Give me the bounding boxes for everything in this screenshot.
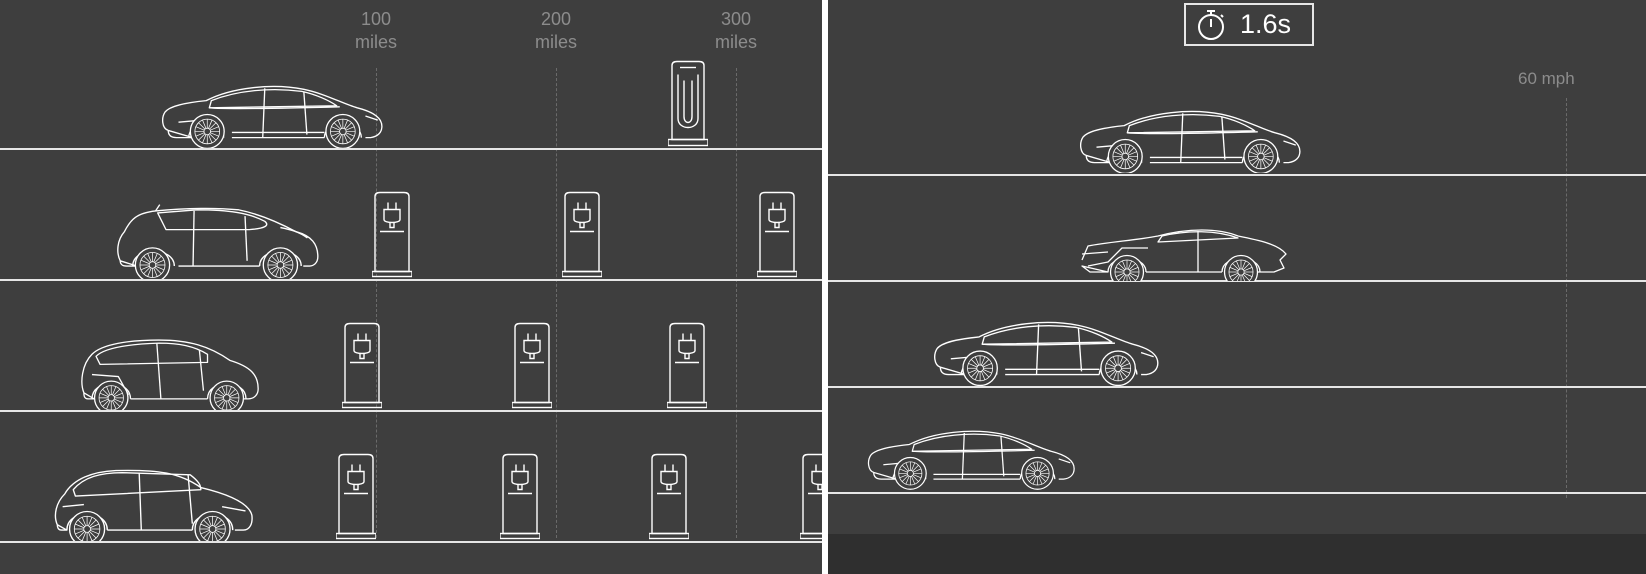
mpv-ev-icon: [52, 466, 254, 541]
lane-ground-line: [828, 174, 1646, 176]
compact-sedan-icon: [866, 424, 1078, 491]
charging-station-icon: [757, 190, 797, 279]
tesla-sedan-icon: [160, 81, 386, 148]
distance-marker-200: 200 miles: [516, 8, 596, 54]
distance-guide-100: [376, 68, 377, 538]
lane-ground-line: [0, 279, 822, 281]
distance-unit: miles: [714, 32, 757, 52]
lane-ground-line: [828, 492, 1646, 494]
luxury-sedan-icon: [932, 316, 1162, 386]
charging-station-icon: [372, 190, 412, 279]
distance-value: 300: [720, 9, 752, 29]
supercar-icon: [1072, 226, 1294, 281]
distance-unit: miles: [354, 32, 397, 52]
distance-value: 100: [360, 9, 392, 29]
charging-station-icon: [342, 321, 382, 410]
lane-ground-line: [0, 541, 822, 543]
distance-marker-300: 300 miles: [696, 8, 776, 54]
timer-display: 1.6s: [1184, 3, 1314, 46]
tesla-sedan-icon: [1078, 106, 1304, 173]
charging-station-icon: [649, 452, 689, 541]
acceleration-panel: 1.6s 60 mph: [828, 0, 1646, 574]
distance-guide-300: [736, 68, 737, 538]
distance-value: 200: [540, 9, 572, 29]
lane-ground-line: [0, 148, 822, 150]
speed-guide-line: [1566, 98, 1567, 498]
lane-ground-line: [828, 386, 1646, 388]
timer-value: 1.6s: [1240, 9, 1292, 39]
compact-ev-icon: [74, 334, 264, 410]
distance-marker-100: 100 miles: [336, 8, 416, 54]
panel-divider: [822, 0, 828, 574]
range-panel: 100 miles 200 miles 300 miles: [0, 0, 822, 574]
panel-footer: [828, 534, 1646, 574]
charging-station-icon: [562, 190, 602, 279]
stopwatch-icon: [1198, 9, 1224, 40]
charging-station-icon: [800, 452, 822, 541]
hatchback-ev-icon: [114, 200, 322, 279]
lane-ground-line: [0, 410, 822, 412]
speed-marker-label: 60 mph: [1518, 69, 1575, 88]
charging-station-icon: [667, 321, 707, 410]
distance-unit: miles: [534, 32, 577, 52]
charging-station-icon: [512, 321, 552, 410]
charging-station-icon: [500, 452, 540, 541]
charging-station-icon: [336, 452, 376, 541]
distance-guide-200: [556, 68, 557, 538]
tesla-supercharger-icon: [668, 59, 708, 148]
